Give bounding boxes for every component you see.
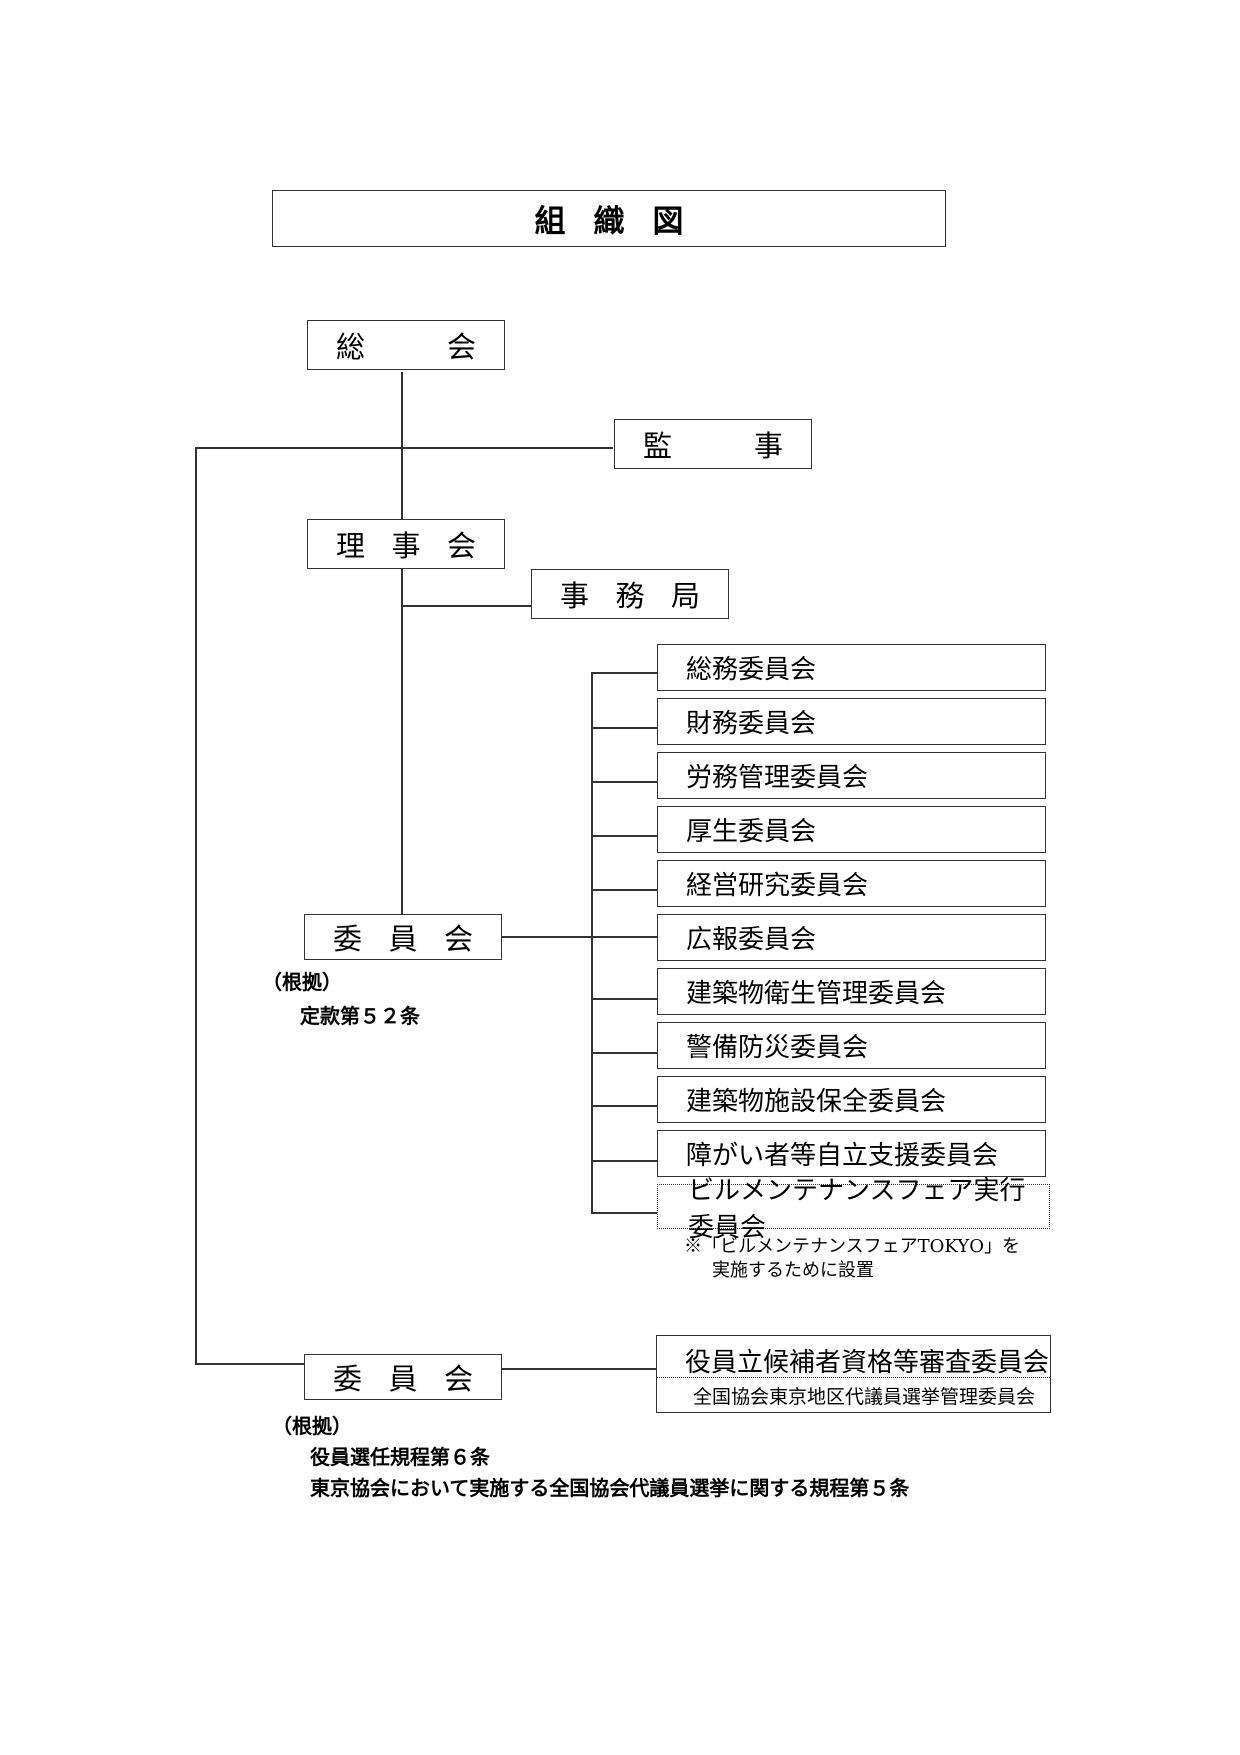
committee-item: 役員立候補者資格等審査委員会 — [685, 1348, 1050, 1378]
basis-heading: （根拠） — [262, 970, 342, 994]
connector-committee-b — [195, 1363, 305, 1365]
committee-box-rules: 委 員 会 — [304, 1354, 502, 1400]
connector-auditor — [195, 447, 613, 449]
election-committee-group: 役員立候補者資格等審査委員会 全国協会東京地区代議員選挙管理委員会 — [656, 1335, 1051, 1413]
box-char: 総 — [336, 330, 366, 364]
group-divider — [657, 1377, 1050, 1378]
committee-item: 建築物衛生管理委員会 — [657, 968, 1046, 1015]
committee-box-articles: 委 員 会 — [304, 914, 502, 960]
basis-line: 役員選任規程第６条 — [310, 1445, 490, 1469]
auditor-box: 監 事 — [614, 419, 812, 469]
committee-item: 警備防災委員会 — [657, 1022, 1046, 1069]
box-char: 事 — [391, 529, 421, 563]
committee-item-fair: ビルメンテナンスフェア実行委員会 — [657, 1176, 1050, 1243]
title-char: 織 — [593, 204, 625, 240]
box-char: 員 — [388, 1362, 418, 1396]
title-char: 組 — [534, 204, 566, 240]
general-assembly-box: 総 会 — [307, 320, 505, 370]
board-box: 理 事 会 — [307, 519, 505, 569]
committee-item: 総務委員会 — [657, 644, 1046, 691]
basis-line: 定款第５２条 — [300, 1004, 420, 1028]
box-char: 会 — [446, 330, 476, 364]
basis-line: 東京協会において実施する全国協会代議員選挙に関する規程第５条 — [310, 1476, 910, 1500]
committee-item: 労務管理委員会 — [657, 752, 1046, 799]
committee-item: 広報委員会 — [657, 914, 1046, 961]
connector-committee-list-trunk — [591, 672, 593, 1212]
committee-item: 経営研究委員会 — [657, 860, 1046, 907]
box-char: 監 — [643, 429, 673, 463]
connector-tick — [591, 1105, 657, 1107]
box-char: 員 — [388, 922, 418, 956]
fair-note: ※「ビルメンテナンスフェアTOKYO」を — [684, 1236, 1021, 1257]
committee-item: 障がい者等自立支援委員会 — [657, 1130, 1046, 1177]
connector-secretariat — [401, 605, 531, 607]
committee-item: 厚生委員会 — [657, 806, 1046, 853]
box-char: 事 — [753, 429, 783, 463]
connector-tick — [591, 672, 657, 674]
connector-board-committee — [401, 568, 403, 915]
page-title: 組 織 図 — [272, 190, 946, 247]
connector-tick — [591, 727, 657, 729]
connector-committee-a-branch — [502, 936, 657, 938]
connector-tick — [591, 1160, 657, 1162]
box-char: 局 — [670, 579, 700, 613]
box-char: 会 — [443, 1362, 473, 1396]
box-char: 理 — [336, 529, 366, 563]
title-char: 図 — [652, 204, 684, 240]
connector-tick — [591, 835, 657, 837]
connector-tick — [591, 1212, 657, 1214]
connector-assembly-board — [401, 372, 403, 519]
box-char: 事 — [560, 579, 590, 613]
connector-tick — [591, 1052, 657, 1054]
secretariat-box: 事 務 局 — [531, 569, 729, 619]
connector-left-trunk — [195, 447, 197, 1364]
connector-tick — [591, 889, 657, 891]
basis-heading: （根拠） — [272, 1414, 352, 1438]
committee-item: 財務委員会 — [657, 698, 1046, 745]
fair-note: 実施するために設置 — [712, 1260, 874, 1281]
connector-tick — [591, 998, 657, 1000]
committee-item: 全国協会東京地区代議員選挙管理委員会 — [693, 1386, 1036, 1408]
box-char: 会 — [443, 922, 473, 956]
connector-tick — [591, 781, 657, 783]
box-char: 委 — [333, 922, 363, 956]
box-char: 務 — [615, 579, 645, 613]
box-char: 会 — [446, 529, 476, 563]
connector-committee-b-branch — [502, 1368, 657, 1370]
committee-item: 建築物施設保全委員会 — [657, 1076, 1046, 1123]
box-char: 委 — [333, 1362, 363, 1396]
